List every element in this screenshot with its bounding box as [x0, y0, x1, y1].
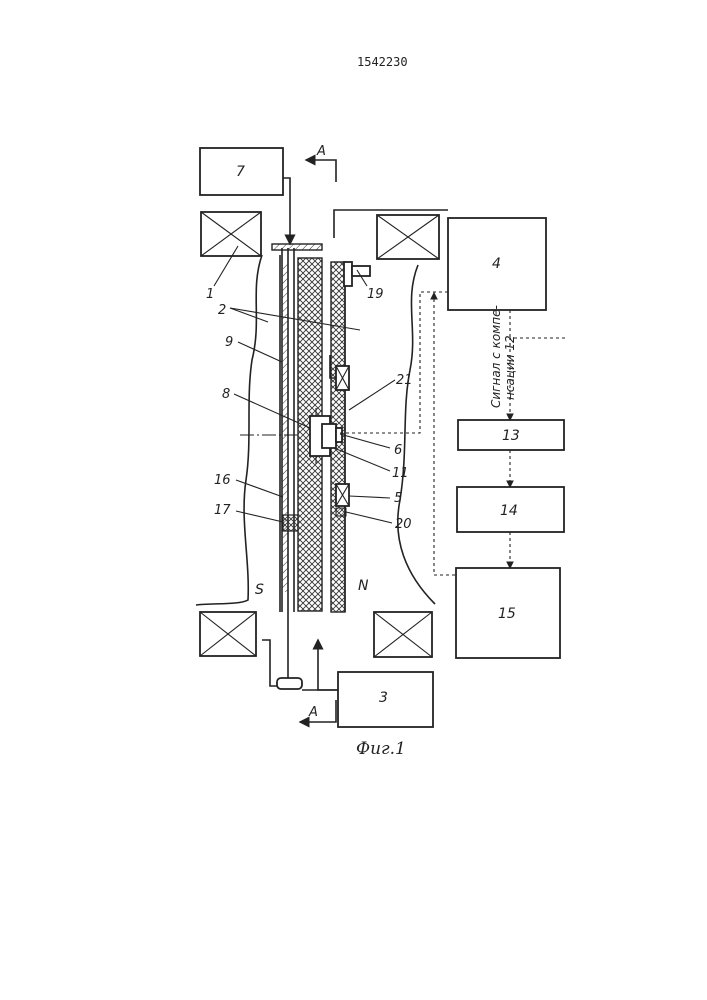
callout-5: 5: [394, 491, 402, 506]
block-15: 15: [456, 568, 560, 658]
signal-note-line2: нсации 12: [503, 335, 517, 400]
wire-7-to-rod: [283, 178, 290, 244]
block-15-label: 15: [498, 606, 516, 622]
element-20: [336, 508, 346, 516]
pole-piece-south: [196, 255, 280, 612]
central-rod: [282, 248, 294, 680]
callout-8: 8: [222, 387, 230, 402]
callout-11: 11: [392, 466, 409, 481]
wire-3-to-coil: [318, 640, 338, 690]
callout-9: 9: [225, 335, 233, 350]
block-3: 3: [338, 672, 433, 727]
signal-note: Сигнал с компе- нсации 12: [489, 305, 517, 408]
signal-note-line1: Сигнал с компе-: [489, 305, 503, 408]
coil-bottom-left: [200, 612, 256, 656]
block-4-label: 4: [492, 256, 501, 272]
callout-19: 19: [367, 287, 384, 302]
callout-6: 6: [394, 443, 402, 458]
callout-17: 17: [214, 503, 231, 518]
signal-sample-to-4: [340, 292, 448, 433]
block-14: 14: [457, 487, 564, 532]
figure-caption: Фиг.1: [356, 739, 406, 759]
callout-16: 16: [214, 473, 231, 488]
section-mark-top: [306, 160, 336, 182]
section-letter-bottom: A: [308, 705, 318, 720]
element-17-block: [283, 515, 298, 531]
coil-top-left: [201, 212, 261, 256]
callout-20: 20: [395, 517, 412, 532]
coil-21: [336, 366, 349, 390]
block-13-label: 13: [502, 428, 520, 444]
signal-compensation: [510, 338, 565, 420]
pole-piece-north: [345, 265, 435, 612]
block-13: 13: [458, 420, 564, 450]
block-7-label: 7: [236, 164, 245, 180]
pole-label-south: S: [255, 582, 264, 598]
coil-bottom-right: [374, 612, 432, 657]
top-plate: [272, 244, 322, 250]
section-mark-bottom: [300, 700, 336, 722]
block-3-label: 3: [379, 690, 388, 706]
wire-coil-bottom-left: [262, 640, 277, 686]
block-7: 7: [200, 148, 283, 195]
coil-5: [336, 484, 349, 506]
callout-1: 1: [206, 287, 214, 302]
bottom-handle: [277, 678, 302, 689]
block-4: 4: [448, 218, 546, 310]
section-letter-top: A: [316, 144, 326, 159]
callout-21: 21: [396, 373, 413, 388]
pole-label-north: N: [358, 578, 369, 594]
patent-number: 1542230: [357, 55, 408, 69]
signal-15-to-4: [434, 293, 455, 575]
element-19: [344, 262, 370, 286]
block-14-label: 14: [500, 503, 518, 519]
coil-top-right: [377, 215, 439, 259]
callout-2: 2: [218, 303, 226, 318]
